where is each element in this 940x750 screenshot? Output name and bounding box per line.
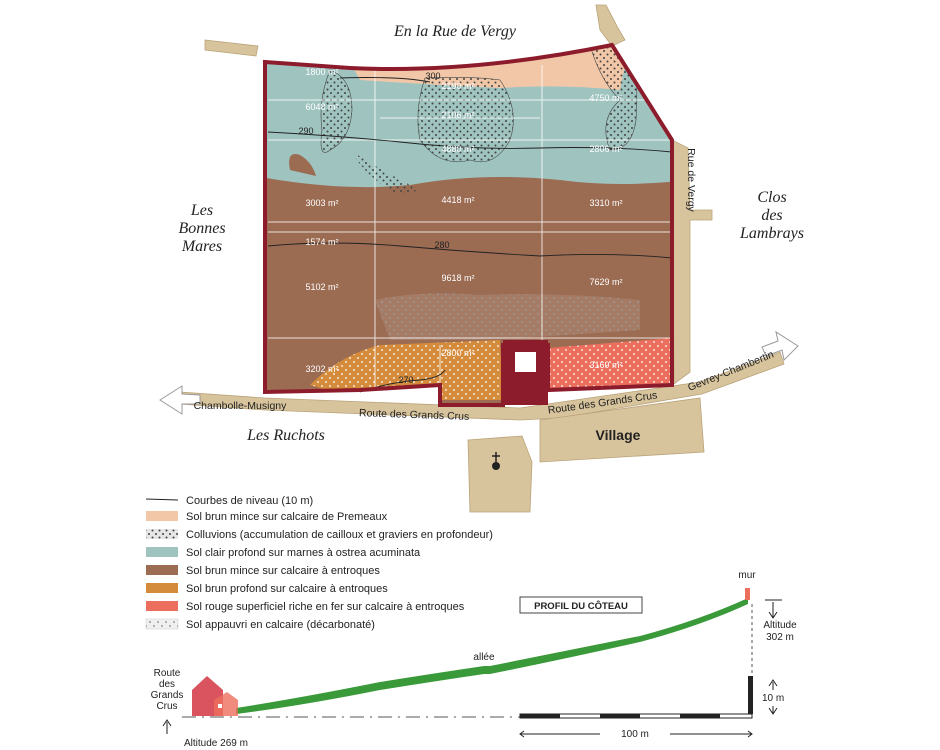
parcel-label: 6048 m² bbox=[305, 102, 338, 112]
contour-labels: 300 290 280 270 bbox=[298, 71, 449, 385]
scale-bar-v bbox=[748, 676, 753, 714]
legend-label: Sol rouge superficiel riche en fer sur c… bbox=[186, 601, 465, 613]
parcel-label: 5102 m² bbox=[305, 282, 338, 292]
parcel-label: 7629 m² bbox=[589, 277, 622, 287]
legend-swatch bbox=[146, 583, 178, 593]
legend-label: Sol brun mince sur calcaire à entroques bbox=[186, 565, 380, 577]
parcel-label: 2106 m² bbox=[441, 110, 474, 120]
parcel-label: 2806 m² bbox=[589, 144, 622, 154]
profile-wall-label: mur bbox=[738, 570, 756, 581]
contour-lines bbox=[267, 77, 673, 393]
parcel-label: 3202 m² bbox=[305, 364, 338, 374]
vineyard-soils bbox=[265, 45, 672, 405]
profile-title-box bbox=[519, 596, 643, 614]
parcel-label: 1574 m² bbox=[305, 237, 338, 247]
place-left-2: Bonnes bbox=[178, 220, 225, 237]
contour-label: 280 bbox=[434, 240, 449, 250]
profile-scale-v: 10 m bbox=[762, 693, 784, 704]
road-grands-crus-1: Route des Grands Crus bbox=[359, 407, 470, 423]
place-right-1: Clos bbox=[757, 189, 786, 206]
profile-alt-high: 302 m bbox=[766, 632, 794, 643]
contour-label: 290 bbox=[298, 126, 313, 136]
parcel-label: 2800 m² bbox=[441, 348, 474, 358]
profile-road-label: Crus bbox=[156, 701, 177, 712]
legend-swatch bbox=[146, 547, 178, 557]
place-names: En la Rue de Vergy Clos des Lambrays Les… bbox=[178, 23, 804, 444]
legend-label: Courbes de niveau (10 m) bbox=[186, 495, 313, 507]
profile-road-label: Route bbox=[154, 668, 181, 679]
parcel-labels: 1800 m² 2190 m² 4750 m² 6048 m² 2106 m² … bbox=[305, 67, 622, 374]
parcel-label: 2190 m² bbox=[441, 81, 474, 91]
legend-label: Sol clair profond sur marnes à ostrea ac… bbox=[186, 547, 421, 559]
legend-label: Sol brun profond sur calcaire à entroque… bbox=[186, 583, 388, 595]
legend-contour-swatch bbox=[145, 498, 179, 501]
parcel-label: 4750 m² bbox=[589, 93, 622, 103]
legend-label: Sol brun mince sur calcaire de Premeaux bbox=[186, 511, 388, 523]
profile-alt-high: Altitude bbox=[763, 620, 797, 631]
contour-label: 300 bbox=[425, 71, 440, 81]
place-left-1: Les bbox=[190, 202, 213, 219]
profile-road-label: des bbox=[159, 679, 175, 690]
parcel-label: 4418 m² bbox=[441, 195, 474, 205]
profile-title: PROFIL DU CÔTEAU bbox=[534, 600, 628, 612]
road-chambolle: Chambolle-Musigny bbox=[194, 400, 288, 412]
profile-alt-low: Altitude 269 m bbox=[184, 738, 248, 749]
legend-swatch bbox=[146, 529, 178, 539]
profile-scale-h: 100 m bbox=[621, 729, 649, 740]
parcel-grid bbox=[268, 65, 672, 400]
place-right-2: des bbox=[761, 207, 782, 224]
place-left-3: Mares bbox=[181, 238, 222, 255]
parcel-label: 3169 m² bbox=[589, 360, 622, 370]
profile-house bbox=[192, 676, 238, 716]
place-bottom-left: Les Ruchots bbox=[246, 427, 325, 444]
parcel-label: 4880 m² bbox=[441, 144, 474, 154]
parcel-label: 1800 m² bbox=[305, 67, 338, 77]
profile-slope bbox=[236, 598, 748, 714]
place-top: En la Rue de Vergy bbox=[393, 23, 517, 40]
legend-swatch bbox=[146, 511, 178, 521]
profile-alley-label: allée bbox=[473, 652, 495, 663]
parcel-label: 3310 m² bbox=[589, 198, 622, 208]
legend-swatch bbox=[146, 565, 178, 575]
lanes bbox=[179, 4, 785, 513]
church-icon bbox=[492, 452, 500, 470]
profile-road-label: Grands bbox=[151, 690, 184, 701]
parcel-label: 3003 m² bbox=[305, 198, 338, 208]
place-village: Village bbox=[596, 427, 641, 443]
legend-label: Sol appauvri en calcaire (décarbonaté) bbox=[186, 619, 375, 631]
legend-swatch bbox=[146, 619, 178, 629]
road-arrows bbox=[159, 330, 799, 415]
contour-label: 270 bbox=[398, 375, 413, 385]
place-right-3: Lambrays bbox=[739, 225, 804, 242]
slope-profile: PROFIL DU CÔTEAU mur allée Route des Gra… bbox=[151, 570, 798, 749]
profile-wall bbox=[745, 588, 750, 600]
parcel-label: 9618 m² bbox=[441, 273, 474, 283]
legend-label: Colluvions (accumulation de cailloux et … bbox=[186, 529, 493, 541]
road-rue-vergy: Rue de Vergy bbox=[685, 148, 697, 212]
walls bbox=[263, 42, 674, 407]
legend: Courbes de niveau (10 m) Sol brun mince … bbox=[145, 495, 493, 631]
legend-swatch bbox=[146, 601, 178, 611]
